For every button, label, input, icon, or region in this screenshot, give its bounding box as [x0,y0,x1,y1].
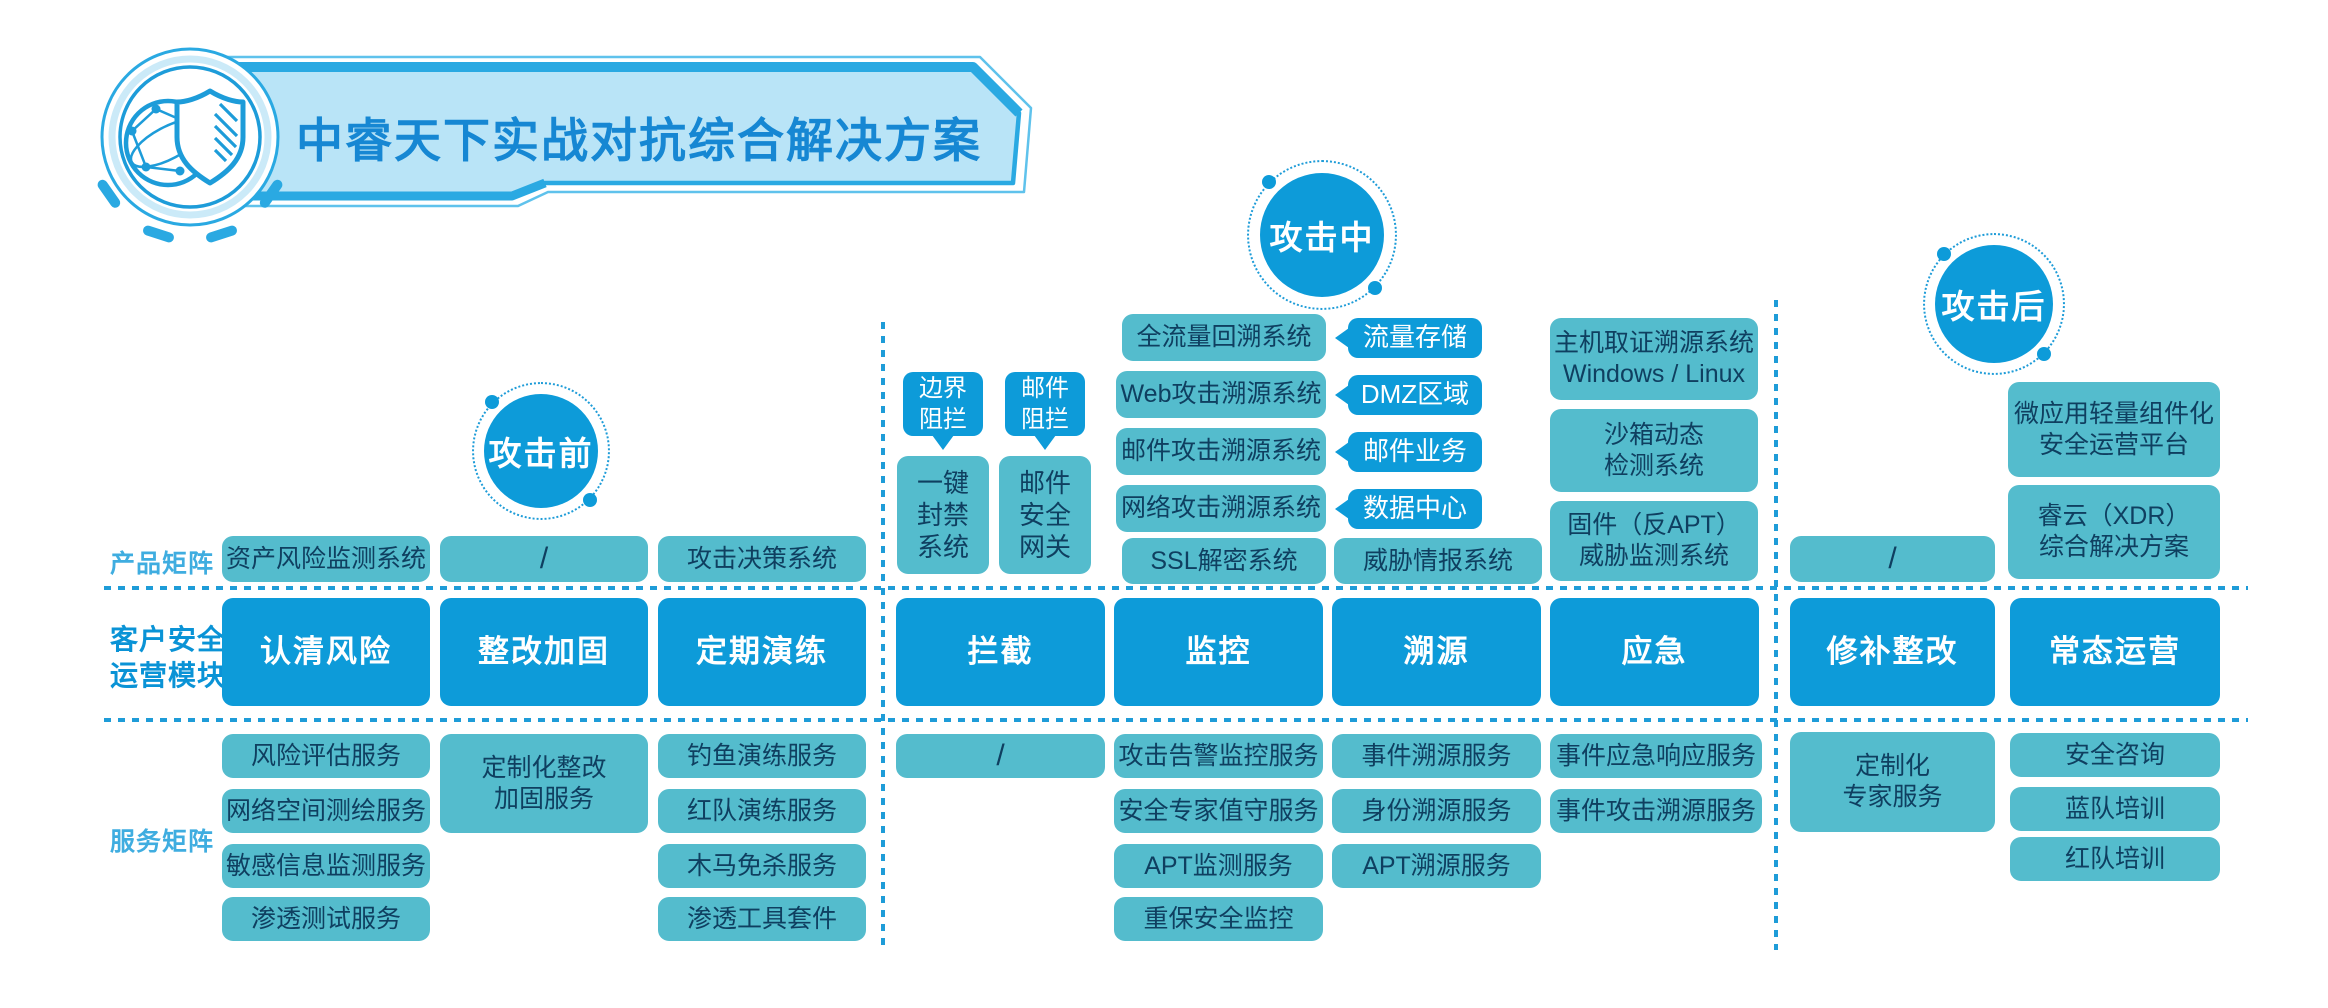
box-one-key-block-system: 一键封禁系统 [897,456,989,574]
box-incident-trace-service: 事件溯源服务 [1332,734,1541,778]
box-apt-trace-service: APT溯源服务 [1332,844,1541,888]
box-cyberspace-mapping-service: 网络空间测绘服务 [222,789,430,833]
logo-tick-marks [97,179,283,243]
box-service-slash: / [896,734,1105,778]
box-pentest-toolkit: 渗透工具套件 [658,897,866,941]
banner-outer-outline [144,55,1033,208]
box-module-intercept: 拦截 [896,598,1105,706]
box-custom-rectify-harden-service: 定制化整改加固服务 [440,734,648,833]
callout-dmz-zone: DMZ区域 [1335,375,1482,415]
box-firmware-anti-apt-monitoring: 固件（反APT）威胁监测系统 [1550,501,1758,581]
box-ssl-decrypt-system: SSL解密系统 [1122,538,1326,584]
ring-dot [583,493,597,507]
callout-pointer [1335,442,1349,462]
box-asset-risk-monitoring: 资产风险监测系统 [222,536,430,582]
callout-pointer [1034,435,1056,450]
phase-after-attack: 攻击后 [1935,245,2053,363]
box-module-monitor: 监控 [1114,598,1323,706]
box-apt-monitoring-service: APT监测服务 [1114,844,1323,888]
box-identity-trace-service: 身份溯源服务 [1332,789,1541,833]
callout-border-block: 边界阻拦 [903,372,983,450]
callout-pointer [932,435,954,450]
box-sensitive-info-monitoring-service: 敏感信息监测服务 [222,844,430,888]
callout-pointer [1335,328,1349,348]
label-service-matrix: 服务矩阵 [110,828,215,856]
label-product-matrix: 产品矩阵 [110,550,215,578]
box-module-rectify-harden: 整改加固 [440,598,648,706]
divider-modules-services [104,718,2248,722]
phase-ring-after-attack: 攻击后 [1923,233,2065,375]
box-major-event-security-monitoring: 重保安全监控 [1114,897,1323,941]
box-module-recognize-risk: 认清风险 [222,598,430,706]
phase-ring-during-attack: 攻击中 [1247,160,1397,310]
box-network-attack-trace-system: 网络攻击溯源系统 [1116,485,1326,532]
box-module-trace: 溯源 [1332,598,1541,706]
divider-products-modules [104,586,2248,590]
ring-dot [1262,175,1276,189]
callout-data-center: 数据中心 [1335,489,1482,529]
box-product-slash-2: / [1790,536,1995,582]
box-full-traffic-backtrack-system: 全流量回溯系统 [1122,314,1326,361]
box-security-expert-duty-service: 安全专家值守服务 [1114,789,1323,833]
box-risk-assessment-service: 风险评估服务 [222,734,430,778]
box-incident-emergency-response-service: 事件应急响应服务 [1550,734,1762,778]
ring-dot [485,395,499,409]
box-incident-attack-trace-service: 事件攻击溯源服务 [1550,789,1762,833]
divider-before-during [881,322,885,946]
shield-icon [174,88,246,186]
callout-pointer [1335,385,1349,405]
box-attack-decision-system: 攻击决策系统 [658,536,866,582]
box-mail-security-gateway: 邮件安全网关 [999,456,1091,574]
callout-traffic-storage: 流量存储 [1335,318,1482,358]
box-ruiyun-xdr-solution: 睿云（XDR）综合解决方案 [2008,485,2220,579]
divider-during-after [1774,300,1778,950]
box-mail-attack-trace-system: 邮件攻击溯源系统 [1116,428,1326,475]
box-red-team-training: 红队培训 [2010,837,2220,881]
company-logo [97,47,283,243]
label-customer-security-modules: 客户安全 运营模块 [110,624,227,692]
box-sandbox-dynamic-detection: 沙箱动态检测系统 [1550,409,1758,492]
callout-pointer [1335,499,1349,519]
phase-during-attack: 攻击中 [1260,173,1384,297]
phase-ring-before-attack: 攻击前 [472,382,610,520]
box-module-patch-rectify: 修补整改 [1790,598,1995,706]
box-red-team-drill-service: 红队演练服务 [658,789,866,833]
box-micro-app-security-platform: 微应用轻量组件化安全运营平台 [2008,382,2220,477]
box-blue-team-training: 蓝队培训 [2010,787,2220,831]
box-security-consulting: 安全咨询 [2010,733,2220,777]
page-title: 中睿天下实战对抗综合解决方案 [296,114,982,167]
box-phishing-drill-service: 钓鱼演练服务 [658,734,866,778]
box-penetration-testing-service: 渗透测试服务 [222,897,430,941]
box-threat-intel-system: 威胁情报系统 [1334,538,1542,584]
box-module-emergency: 应急 [1550,598,1759,706]
box-web-attack-trace-system: Web攻击溯源系统 [1116,371,1326,418]
box-module-normal-operation: 常态运营 [2010,598,2220,706]
box-trojan-evasion-service: 木马免杀服务 [658,844,866,888]
phase-before-attack: 攻击前 [484,394,598,508]
box-product-slash-1: / [440,536,648,582]
ring-dot [1368,281,1382,295]
box-attack-alert-monitoring-service: 攻击告警监控服务 [1114,734,1323,778]
callout-mail-business: 邮件业务 [1335,432,1482,472]
callout-mail-block: 邮件阻拦 [1005,372,1085,450]
ring-dot [2037,347,2051,361]
ring-dot [1937,247,1951,261]
box-module-periodic-drill: 定期演练 [658,598,866,706]
box-custom-expert-service: 定制化专家服务 [1790,732,1995,832]
